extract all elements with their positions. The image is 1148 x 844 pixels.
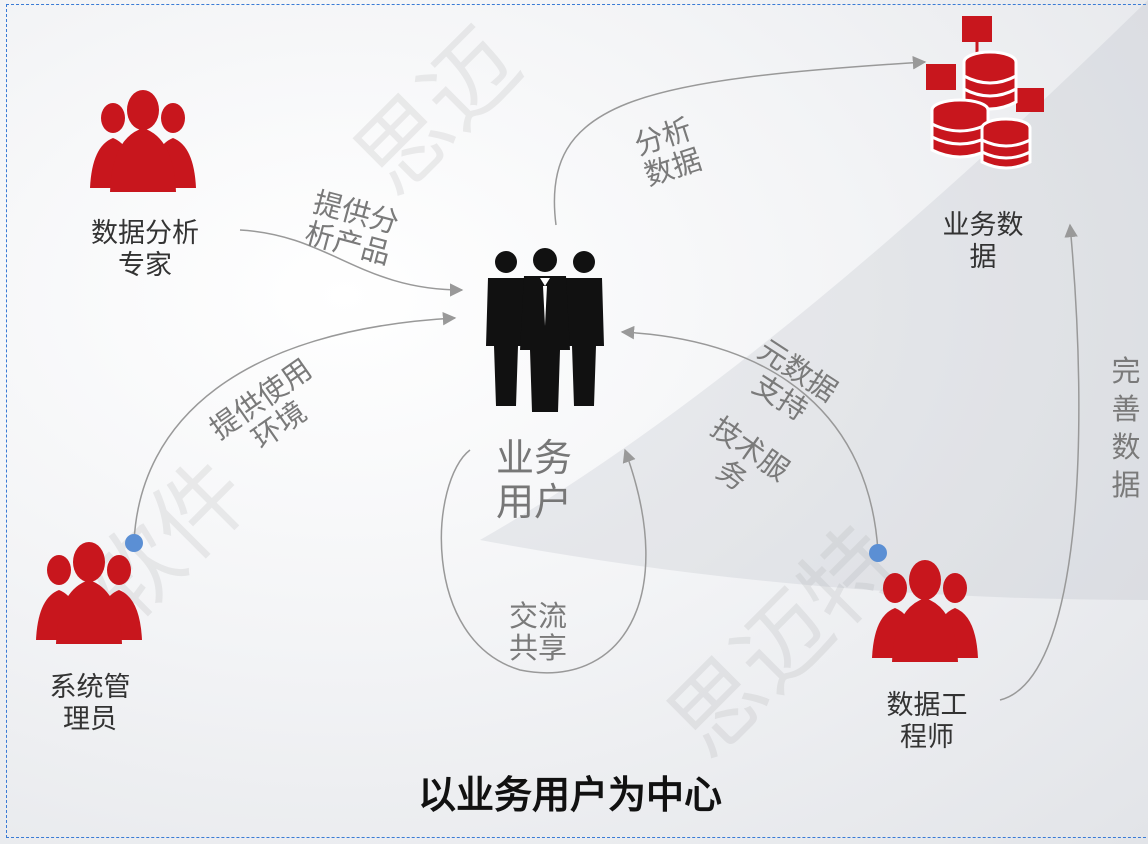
database-icon <box>926 16 1044 170</box>
arrow-admin-to-user <box>133 311 457 543</box>
user-group-icon <box>36 542 142 644</box>
user-group-icon <box>90 90 196 192</box>
business-people-icon <box>486 248 604 412</box>
arrow-exchange-loop <box>440 448 647 674</box>
connector-dot <box>125 534 143 552</box>
diagram-title: 以业务用户为中心 <box>418 773 723 817</box>
arrow-engineer-to-data <box>999 223 1080 701</box>
edge-label-improve-data: 完善数据 <box>1111 354 1141 502</box>
connector-dot <box>869 544 887 562</box>
edge-label-exchange: 交流 共享 <box>508 599 567 665</box>
dashed-frame <box>6 4 1148 838</box>
arrow-analyst-to-user <box>239 229 464 297</box>
arrow-user-to-data <box>553 56 927 226</box>
user-group-icon <box>872 560 978 662</box>
node-label-analyst: 数据分析 专家 <box>91 218 199 281</box>
arrow-engineer-to-user <box>620 325 879 553</box>
node-label-business-data: 业务数 据 <box>942 210 1024 273</box>
node-label-sysadmin: 系统管 理员 <box>49 672 131 735</box>
node-label-engineer: 数据工 程师 <box>886 690 968 753</box>
node-label-business-user: 业务 用户 <box>495 436 572 524</box>
